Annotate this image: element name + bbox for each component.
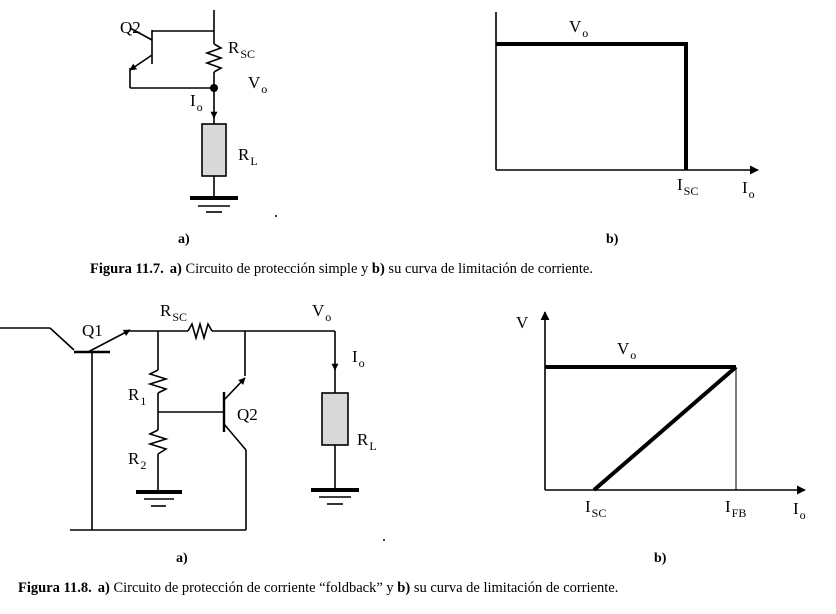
fig1-io-label: Io xyxy=(190,91,203,114)
fig1-curve-isc-label: ISC xyxy=(677,175,698,198)
fig1-curve-vo-label: Vo xyxy=(569,17,588,40)
fig1-curve-line xyxy=(496,42,688,170)
fig1-q2-collector xyxy=(129,27,153,41)
fig1-panel-b-label: b) xyxy=(606,232,619,247)
fig2-r1-resistor xyxy=(147,369,169,394)
fig1-curve: Vo ISC Io xyxy=(495,12,759,201)
fig1-curve-io-label: Io xyxy=(742,178,755,201)
fig2-curve-isc-label: ISC xyxy=(585,497,606,520)
fig1-circuit: Q2 RSC Vo Io RL xyxy=(120,10,277,217)
fig1-vo-label: Vo xyxy=(248,73,267,96)
fig2-curve-foldback-line xyxy=(592,365,738,492)
fig2-rl-label: RL xyxy=(357,430,377,453)
fig2-r2-resistor xyxy=(147,429,169,455)
fig2-q1-collector xyxy=(49,327,75,351)
fig1-rsc-label: RSC xyxy=(228,38,255,61)
fig2-rl-resistor xyxy=(321,392,349,446)
fig2-curve-ifb-label: IFB xyxy=(725,497,746,520)
fig2-curve-io-label: Io xyxy=(793,499,806,522)
fig2-vo-label: Vo xyxy=(312,301,331,324)
fig2-io-label: Io xyxy=(352,347,365,370)
fig1-caption: Figura 11.7.a) Circuito de protección si… xyxy=(90,261,593,277)
fig2-curve: V Vo ISC IFB Io xyxy=(516,311,806,522)
fig1-rl-label: RL xyxy=(238,145,258,168)
fig1-q2-emitter xyxy=(129,54,153,71)
fig2-q2-emitter xyxy=(223,377,246,401)
fig2-curve-vo-label: Vo xyxy=(617,339,636,362)
fig2-q2-label: Q2 xyxy=(237,405,258,424)
fig2-q1-emitter xyxy=(87,329,131,353)
fig2-r1-label: R1 xyxy=(128,385,146,408)
fig2-q1-label: Q1 xyxy=(82,321,103,340)
fig1-panel-a-label: a) xyxy=(178,232,190,247)
fig2-panel-a-label: a) xyxy=(176,551,188,566)
fig2-stray-dot xyxy=(383,539,385,541)
fig1-q2-label: Q2 xyxy=(120,18,141,37)
fig1-rl-resistor xyxy=(201,123,227,177)
fig2-circuit: Q1 RSC Vo Io R1 R2 Q2 RL xyxy=(0,301,385,541)
fig2-rsc-resistor xyxy=(187,321,213,341)
fig2-curve-v-label: V xyxy=(516,313,529,332)
fig1-rsc-resistor xyxy=(204,43,224,73)
fig2-rsc-label: RSC xyxy=(160,301,187,324)
fig2-caption: Figura 11.8.a) Circuito de protección de… xyxy=(18,580,618,596)
fig2-r2-label: R2 xyxy=(128,449,146,472)
fig2-q2-collector xyxy=(223,423,247,451)
fig1-stray-dot xyxy=(275,215,277,217)
fig2-panel-b-label: b) xyxy=(654,551,667,566)
